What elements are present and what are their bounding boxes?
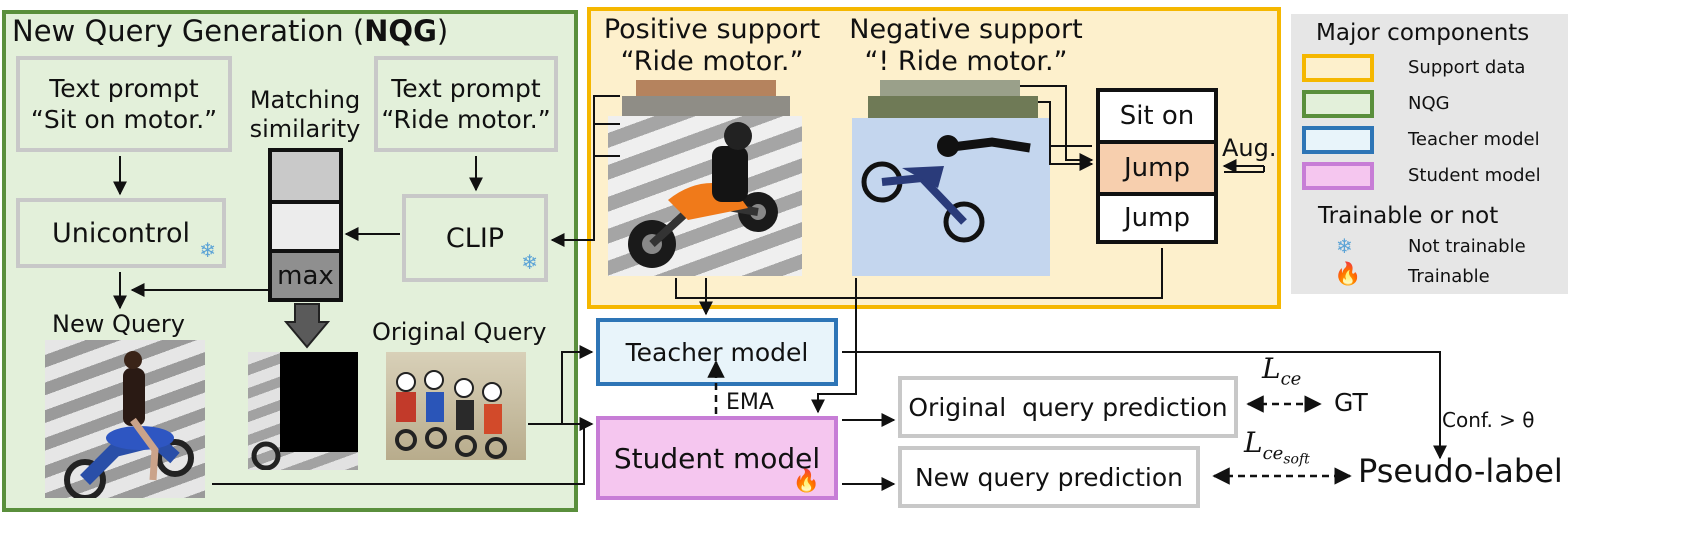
fire-icon: 🔥 <box>792 469 820 494</box>
support-labels-box: Sit on Jump Jump <box>1096 88 1218 244</box>
loss-ce: Lce <box>1262 352 1301 390</box>
loss-ce-soft: Lcesoft <box>1244 426 1310 467</box>
similarity-bar: max <box>268 148 343 302</box>
unicontrol-label: Unicontrol <box>52 217 190 249</box>
max-label: max <box>277 260 334 291</box>
label-jump: Jump <box>1100 196 1214 240</box>
legend-swatch-nqg <box>1302 90 1374 118</box>
matching-similarity-label: Matching similarity <box>240 86 370 144</box>
nqg-title-prefix: New Query Generation ( <box>12 14 365 48</box>
unicontrol-box: Unicontrol ❄ <box>16 198 226 268</box>
gt-label: GT <box>1334 388 1368 417</box>
original-prediction-label: Original query prediction <box>908 392 1228 422</box>
prompt-ride-line1: Text prompt <box>391 74 541 103</box>
clip-box: CLIP ❄ <box>402 194 548 282</box>
positive-support-image <box>608 116 802 276</box>
legend-swatch-support <box>1302 54 1374 82</box>
prompt-sit-line1: Text prompt <box>49 74 199 103</box>
fire-icon: 🔥 <box>1334 262 1362 287</box>
loss-soft-sub: ce <box>1262 442 1284 464</box>
positive-support-title: Positive support “Ride motor.” <box>596 14 828 78</box>
aug-label: Aug. <box>1222 134 1277 162</box>
snowflake-icon: ❄ <box>1336 234 1353 258</box>
loss-ce-base: L <box>1262 352 1281 385</box>
nqg-title-bold: NQG <box>364 14 437 48</box>
label-jump-highlight: Jump <box>1100 144 1214 192</box>
matching-line1: Matching <box>249 86 361 114</box>
text-prompt-sit-box: Text prompt “Sit on motor.” <box>16 56 232 152</box>
negative-line1: Negative support <box>849 14 1083 45</box>
masked-query-image <box>248 352 358 470</box>
legend-swatch-student <box>1302 162 1374 190</box>
label-sit-on: Sit on <box>1100 92 1214 140</box>
mask-block <box>280 352 358 452</box>
down-arrow-icon <box>284 303 330 349</box>
original-query-prediction-box: Original query prediction <box>898 376 1238 438</box>
label-sit-on-text: Sit on <box>1119 101 1195 131</box>
similarity-cell-2 <box>272 204 339 249</box>
loss-soft-base: L <box>1244 426 1263 459</box>
legend-trainable-title: Trainable or not <box>1318 203 1499 229</box>
legend-label-nqg: NQG <box>1408 93 1450 114</box>
original-query-label: Original Query <box>372 318 547 346</box>
negative-support-title: Negative support “! Ride motor.” <box>846 14 1086 78</box>
nqg-title-suffix: ) <box>436 14 449 48</box>
legend-title: Major components <box>1316 20 1530 46</box>
snowflake-icon: ❄ <box>199 238 216 262</box>
original-query-image <box>386 352 526 460</box>
text-prompt-ride-box: Text prompt “Ride motor.” <box>374 56 558 152</box>
legend-label-student: Student model <box>1408 165 1541 186</box>
student-model-box: Student model 🔥 <box>596 416 838 500</box>
new-query-prediction-box: New query prediction <box>898 446 1200 508</box>
legend-swatch-teacher <box>1302 126 1374 154</box>
prompt-sit-line2: “Sit on motor.” <box>30 105 218 134</box>
similarity-cell-max: max <box>272 253 339 298</box>
negative-line2: “! Ride motor.” <box>864 46 1068 77</box>
new-query-image <box>45 340 205 498</box>
negative-support-image <box>852 118 1050 276</box>
ema-label: EMA <box>726 390 774 415</box>
conf-label: Conf. > θ <box>1442 408 1535 432</box>
label-jump-highlight-text: Jump <box>1124 153 1190 183</box>
positive-line1: Positive support <box>603 14 821 45</box>
new-query-label: New Query <box>52 310 185 338</box>
loss-ce-sub: ce <box>1280 368 1302 390</box>
loss-soft-subsub: soft <box>1283 451 1310 468</box>
nqg-title: New Query Generation (NQG) <box>12 14 448 48</box>
student-model-label: Student model <box>613 441 821 475</box>
legend-not-trainable: Not trainable <box>1408 236 1526 257</box>
legend-label-teacher: Teacher model <box>1408 129 1540 150</box>
negative-support-image-back1 <box>868 96 1038 122</box>
matching-line2: similarity <box>249 115 361 143</box>
pseudo-label: Pseudo-label <box>1358 452 1563 490</box>
legend-label-support: Support data <box>1408 57 1526 78</box>
label-jump-text: Jump <box>1124 203 1190 233</box>
snowflake-icon: ❄ <box>521 250 538 274</box>
new-prediction-label: New query prediction <box>914 462 1184 492</box>
positive-line2: “Ride motor.” <box>620 46 804 77</box>
legend-trainable: Trainable <box>1408 266 1490 287</box>
prompt-ride-line2: “Ride motor.” <box>381 105 551 134</box>
similarity-cell-1 <box>272 152 339 200</box>
clip-label: CLIP <box>445 222 505 254</box>
